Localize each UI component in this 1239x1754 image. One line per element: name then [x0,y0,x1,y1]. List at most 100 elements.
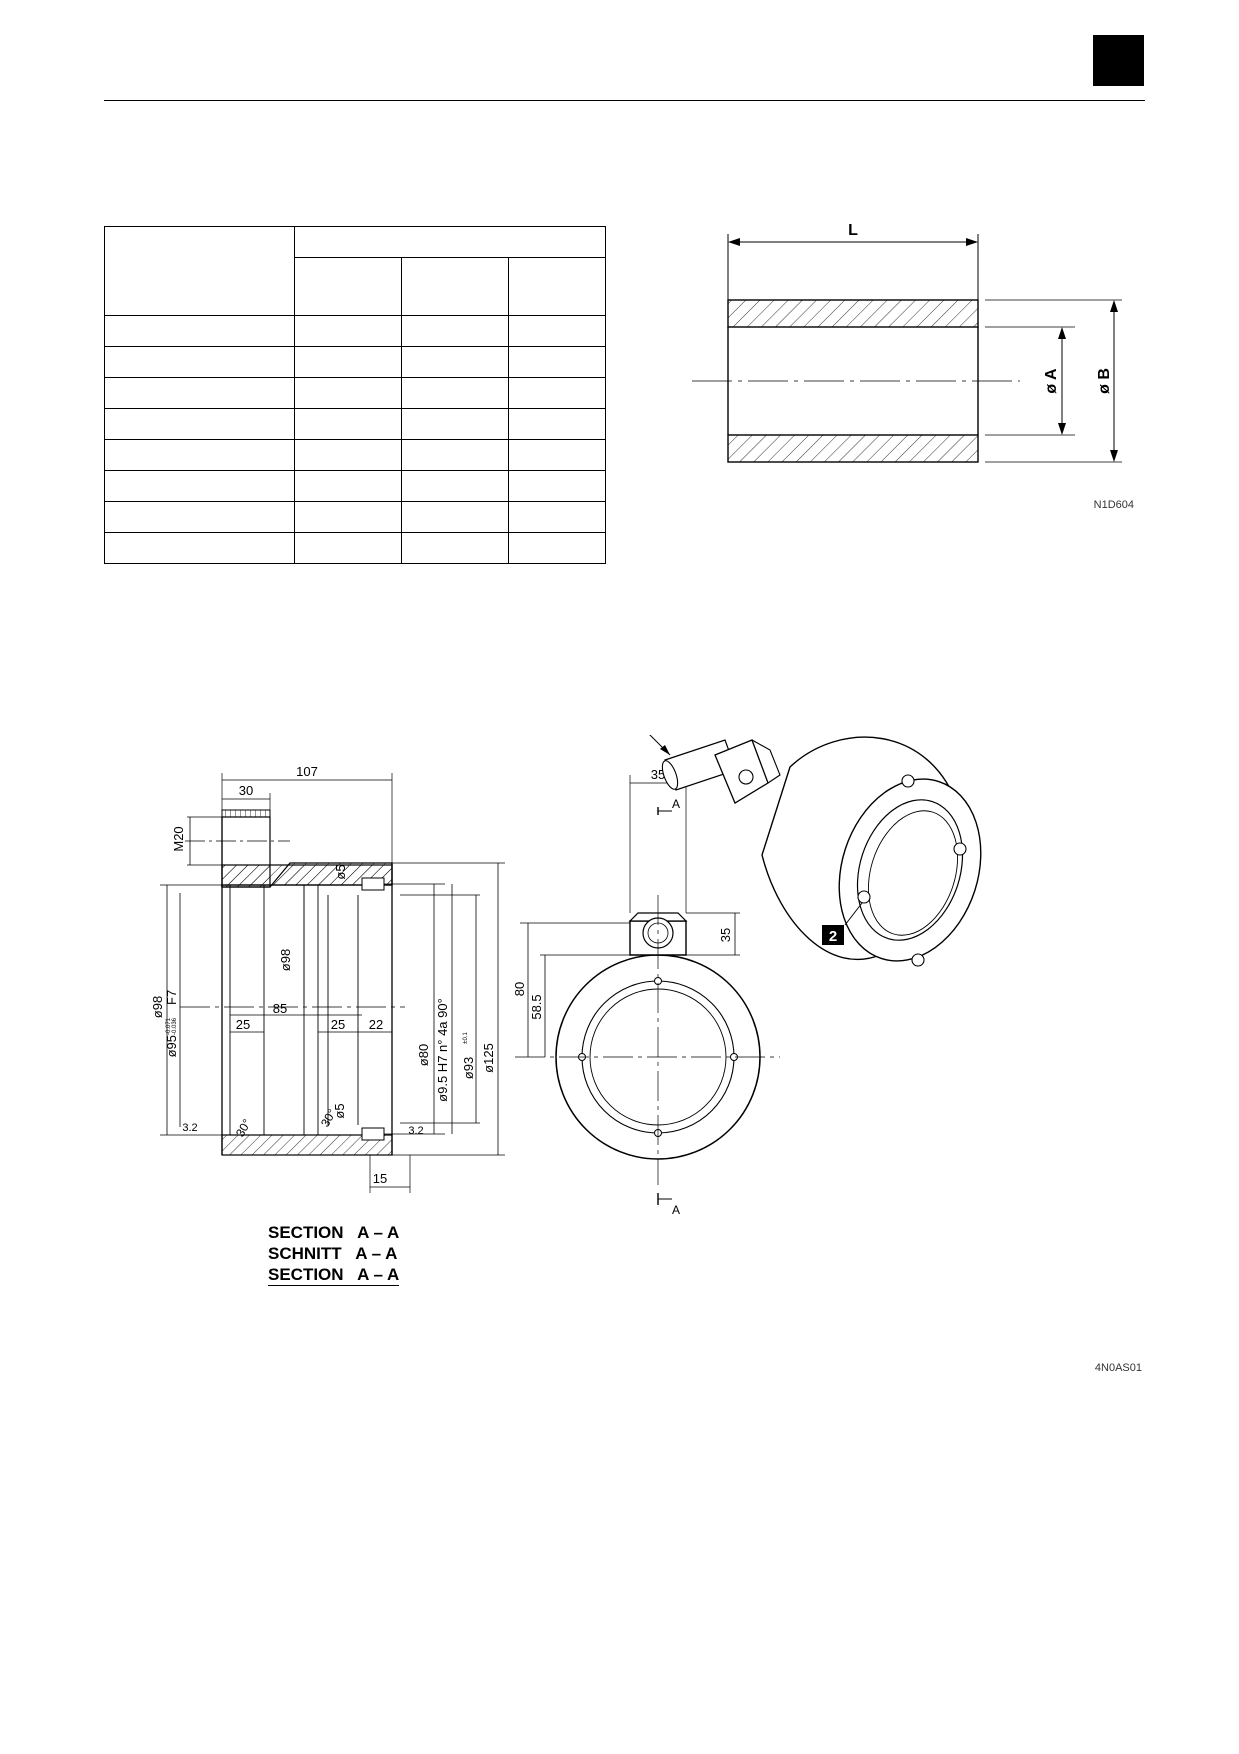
table-cell [508,439,606,471]
table-cell [508,408,606,440]
label-length: L [848,222,858,239]
dim-inner-98: ø98 [278,949,293,971]
dim-hole-top: ø5 [333,864,348,879]
iso-handle-hole [738,769,754,785]
dim-bore-95-tol-lower: -0.036 [172,1017,178,1035]
pin-hole-bottom [361,1127,385,1141]
table-row [104,346,606,378]
table-cell [401,408,509,440]
table-cell [508,346,606,378]
table-cell [104,315,295,347]
table-cell [104,439,295,471]
dim-22: 22 [369,1017,383,1032]
dim-93-tol: ±0.1 [463,1032,469,1044]
table-header-row [104,225,606,316]
arrow-head [728,238,740,246]
dim-bore-95-fit: F7 [164,990,179,1005]
figure-code: N1D604 [1094,499,1134,511]
callout-leader [844,902,863,926]
table-cell [401,532,509,564]
table-cell [401,315,509,347]
dim-58-5: 58.5 [529,994,544,1019]
table-row [104,532,606,564]
iso-pin [901,774,915,788]
table-subheader-cell [508,257,606,316]
table-cell [104,346,295,378]
header-rule [104,100,1145,101]
table-subheader-cell [401,257,509,316]
table-cell [104,501,295,533]
dim-pin-holes: ø9.5 H7 n° 4a 90° [435,998,450,1102]
iso-handle-block-edge [751,739,781,784]
pin-hole-top [361,877,385,891]
table-subheader-cell [294,257,402,316]
callout-leader [649,735,671,756]
iso-face-inner [856,799,964,941]
dim-25-right: 25 [331,1017,345,1032]
dim-85: 85 [273,1001,287,1016]
dim-25-left: 25 [236,1017,250,1032]
installer-tool-drawing: 107 30 M20 ø5 ø5 ø98 ø95 -0.071 -0.036 F… [150,735,1142,1374]
iso-pin [953,842,967,856]
callout-box-2 [822,925,844,945]
table-cell [294,532,402,564]
iso-handle-end [661,760,679,790]
arrow-head [660,745,670,755]
iso-bore [867,810,959,936]
table-cell [508,470,606,502]
figure-code: 4N0AS01 [1095,1362,1142,1374]
table-cell [401,439,509,471]
arrow-head [1058,423,1066,435]
dim-bore-95-tol-upper: -0.071 [166,1017,172,1035]
table-cell [294,501,402,533]
arrow-head [966,238,978,246]
arrow-head [1058,327,1066,339]
section-mark-top: A [672,797,680,811]
isometric-view: 1 2 [649,735,982,967]
section-caption-line: SCHNITT A – A [268,1244,398,1263]
table-cell [508,377,606,409]
dim-thread-offset: 30 [239,783,253,798]
dim-bore-95: ø95 [164,1035,179,1057]
table-cell [104,377,295,409]
table-cell [508,315,606,347]
table-cell [401,501,509,533]
table-cell [294,439,402,471]
table-row [104,501,606,533]
front-view: A A 35 35 80 58.5 [512,767,780,1217]
dim-80-front: 80 [512,982,527,996]
section-view: 107 30 M20 ø5 ø5 ø98 ø95 -0.071 -0.036 F… [150,764,505,1193]
bushing-wall-bottom [727,434,979,463]
table-header-cell [294,225,606,259]
section-caption-line: SECTION A – A [268,1265,400,1286]
table-cell [294,346,402,378]
label-inner-diameter: ø A [1043,368,1060,394]
dim-15: 15 [373,1171,387,1186]
table-cell [401,470,509,502]
dim-35-side: 35 [718,928,733,942]
table-cell [401,377,509,409]
table-cell [294,408,402,440]
dim-overall-length: 107 [296,764,318,779]
iso-pin [857,890,871,904]
table-cell [508,501,606,533]
table-cell [294,377,402,409]
bushing-section-figure: L ø A ø B N1D604 [692,222,1134,511]
dim-roughness-right: 3.2 [408,1125,423,1137]
dim-80: ø80 [416,1044,431,1066]
dim-35-top: 35 [651,767,665,782]
dim-hole-bottom: ø5 [332,1103,347,1118]
table-row [104,439,606,471]
table-row [104,377,606,409]
dim-125: ø125 [481,1043,496,1073]
dim-93: ø93 [461,1057,476,1079]
bushing-dimension-table [104,225,606,564]
dim-roughness-left: 3.2 [182,1122,197,1134]
table-cell [508,532,606,564]
table-cell [104,408,295,440]
callout-2: 2 [829,928,837,945]
table-row [104,408,606,440]
table-cell [294,315,402,347]
arrow-head [1110,300,1118,312]
section-mark-bottom: A [672,1203,680,1217]
